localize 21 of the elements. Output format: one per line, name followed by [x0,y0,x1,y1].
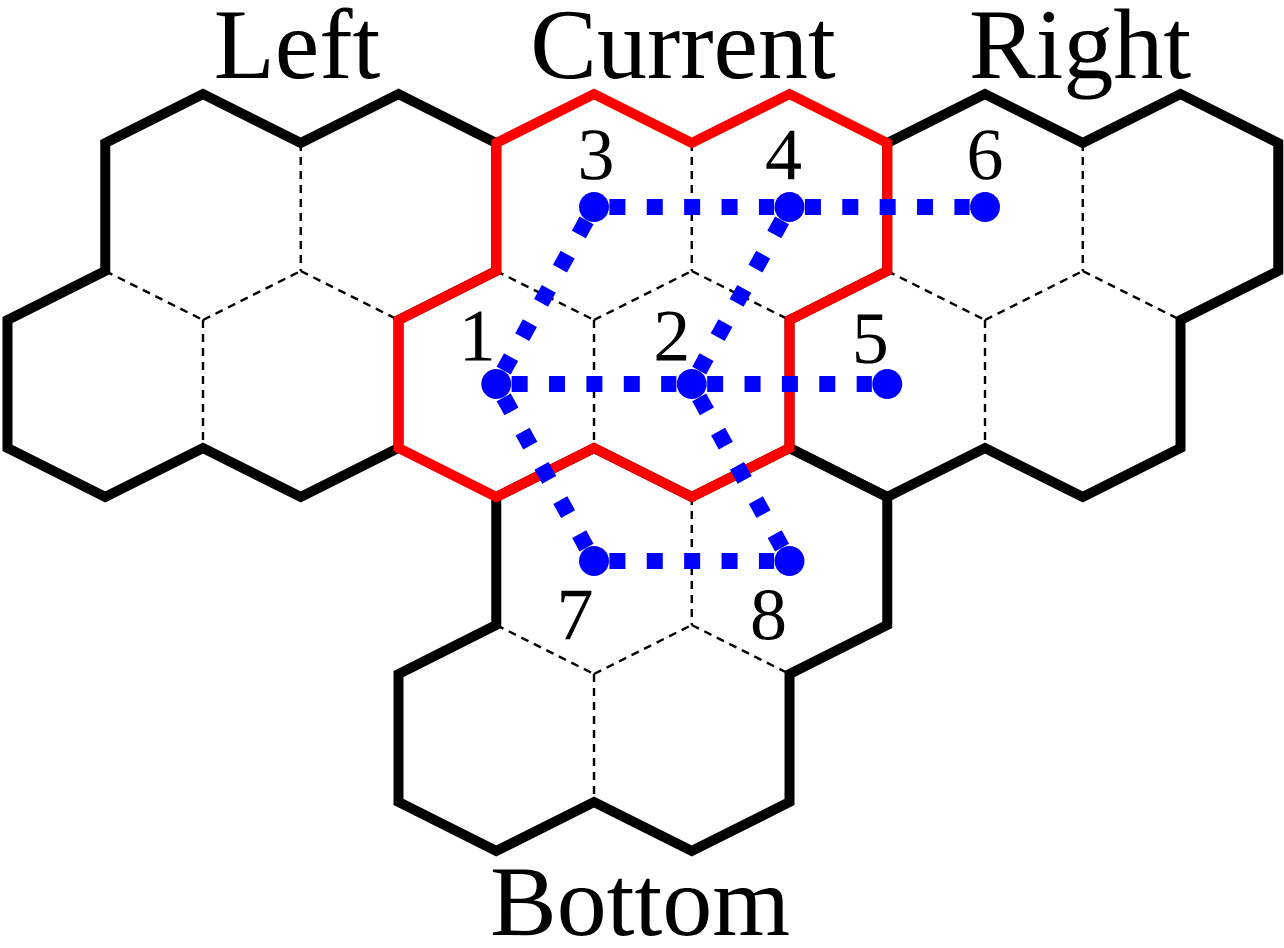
dotted-line [511,376,677,392]
cluster-title: Left [216,7,380,79]
dot-number: 3 [581,130,612,180]
dot-number: 1 [465,311,492,361]
dot-number: 8 [752,590,785,640]
dot-number: 5 [856,314,886,364]
cluster-title: Right [971,8,1191,100]
dotted-line [692,216,790,375]
dot-number: 4 [766,130,801,180]
cluster-title: Current [534,11,836,79]
dotted-line [609,553,775,569]
dotted-line [692,393,790,552]
dot-number: 2 [656,311,687,361]
dot-number: 6 [969,130,1002,180]
dotted-line [496,216,594,375]
dotted-line [707,376,872,392]
dotted-line [496,393,594,552]
dotted-line [804,199,970,215]
dotted-line [609,199,775,215]
dot-number: 7 [561,590,592,640]
cluster-title: Bottom [492,869,789,936]
